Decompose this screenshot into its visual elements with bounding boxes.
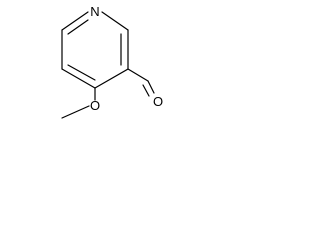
bond-c4-c5 bbox=[61, 68, 96, 89]
bond-cho-o bbox=[147, 80, 155, 94]
atom-label-n: N bbox=[90, 4, 99, 19]
bond-o-ch3 bbox=[61, 105, 90, 119]
atom-label-aldehyde-o: O bbox=[153, 94, 163, 109]
bond-n-c2 bbox=[101, 11, 129, 31]
molecule-canvas: N O O bbox=[0, 0, 170, 121]
bond-c3-c4 bbox=[94, 68, 129, 89]
bond-c6-n bbox=[61, 11, 89, 31]
bond-c6-n-inner bbox=[67, 19, 89, 35]
structure-diagram: N O O bbox=[61, 4, 163, 119]
bond-c3-cho bbox=[127, 68, 149, 82]
atom-label-methoxy-o: O bbox=[90, 98, 100, 113]
bond-c4-c5-inner bbox=[67, 64, 96, 81]
bond-cho-o-double bbox=[142, 84, 150, 97]
